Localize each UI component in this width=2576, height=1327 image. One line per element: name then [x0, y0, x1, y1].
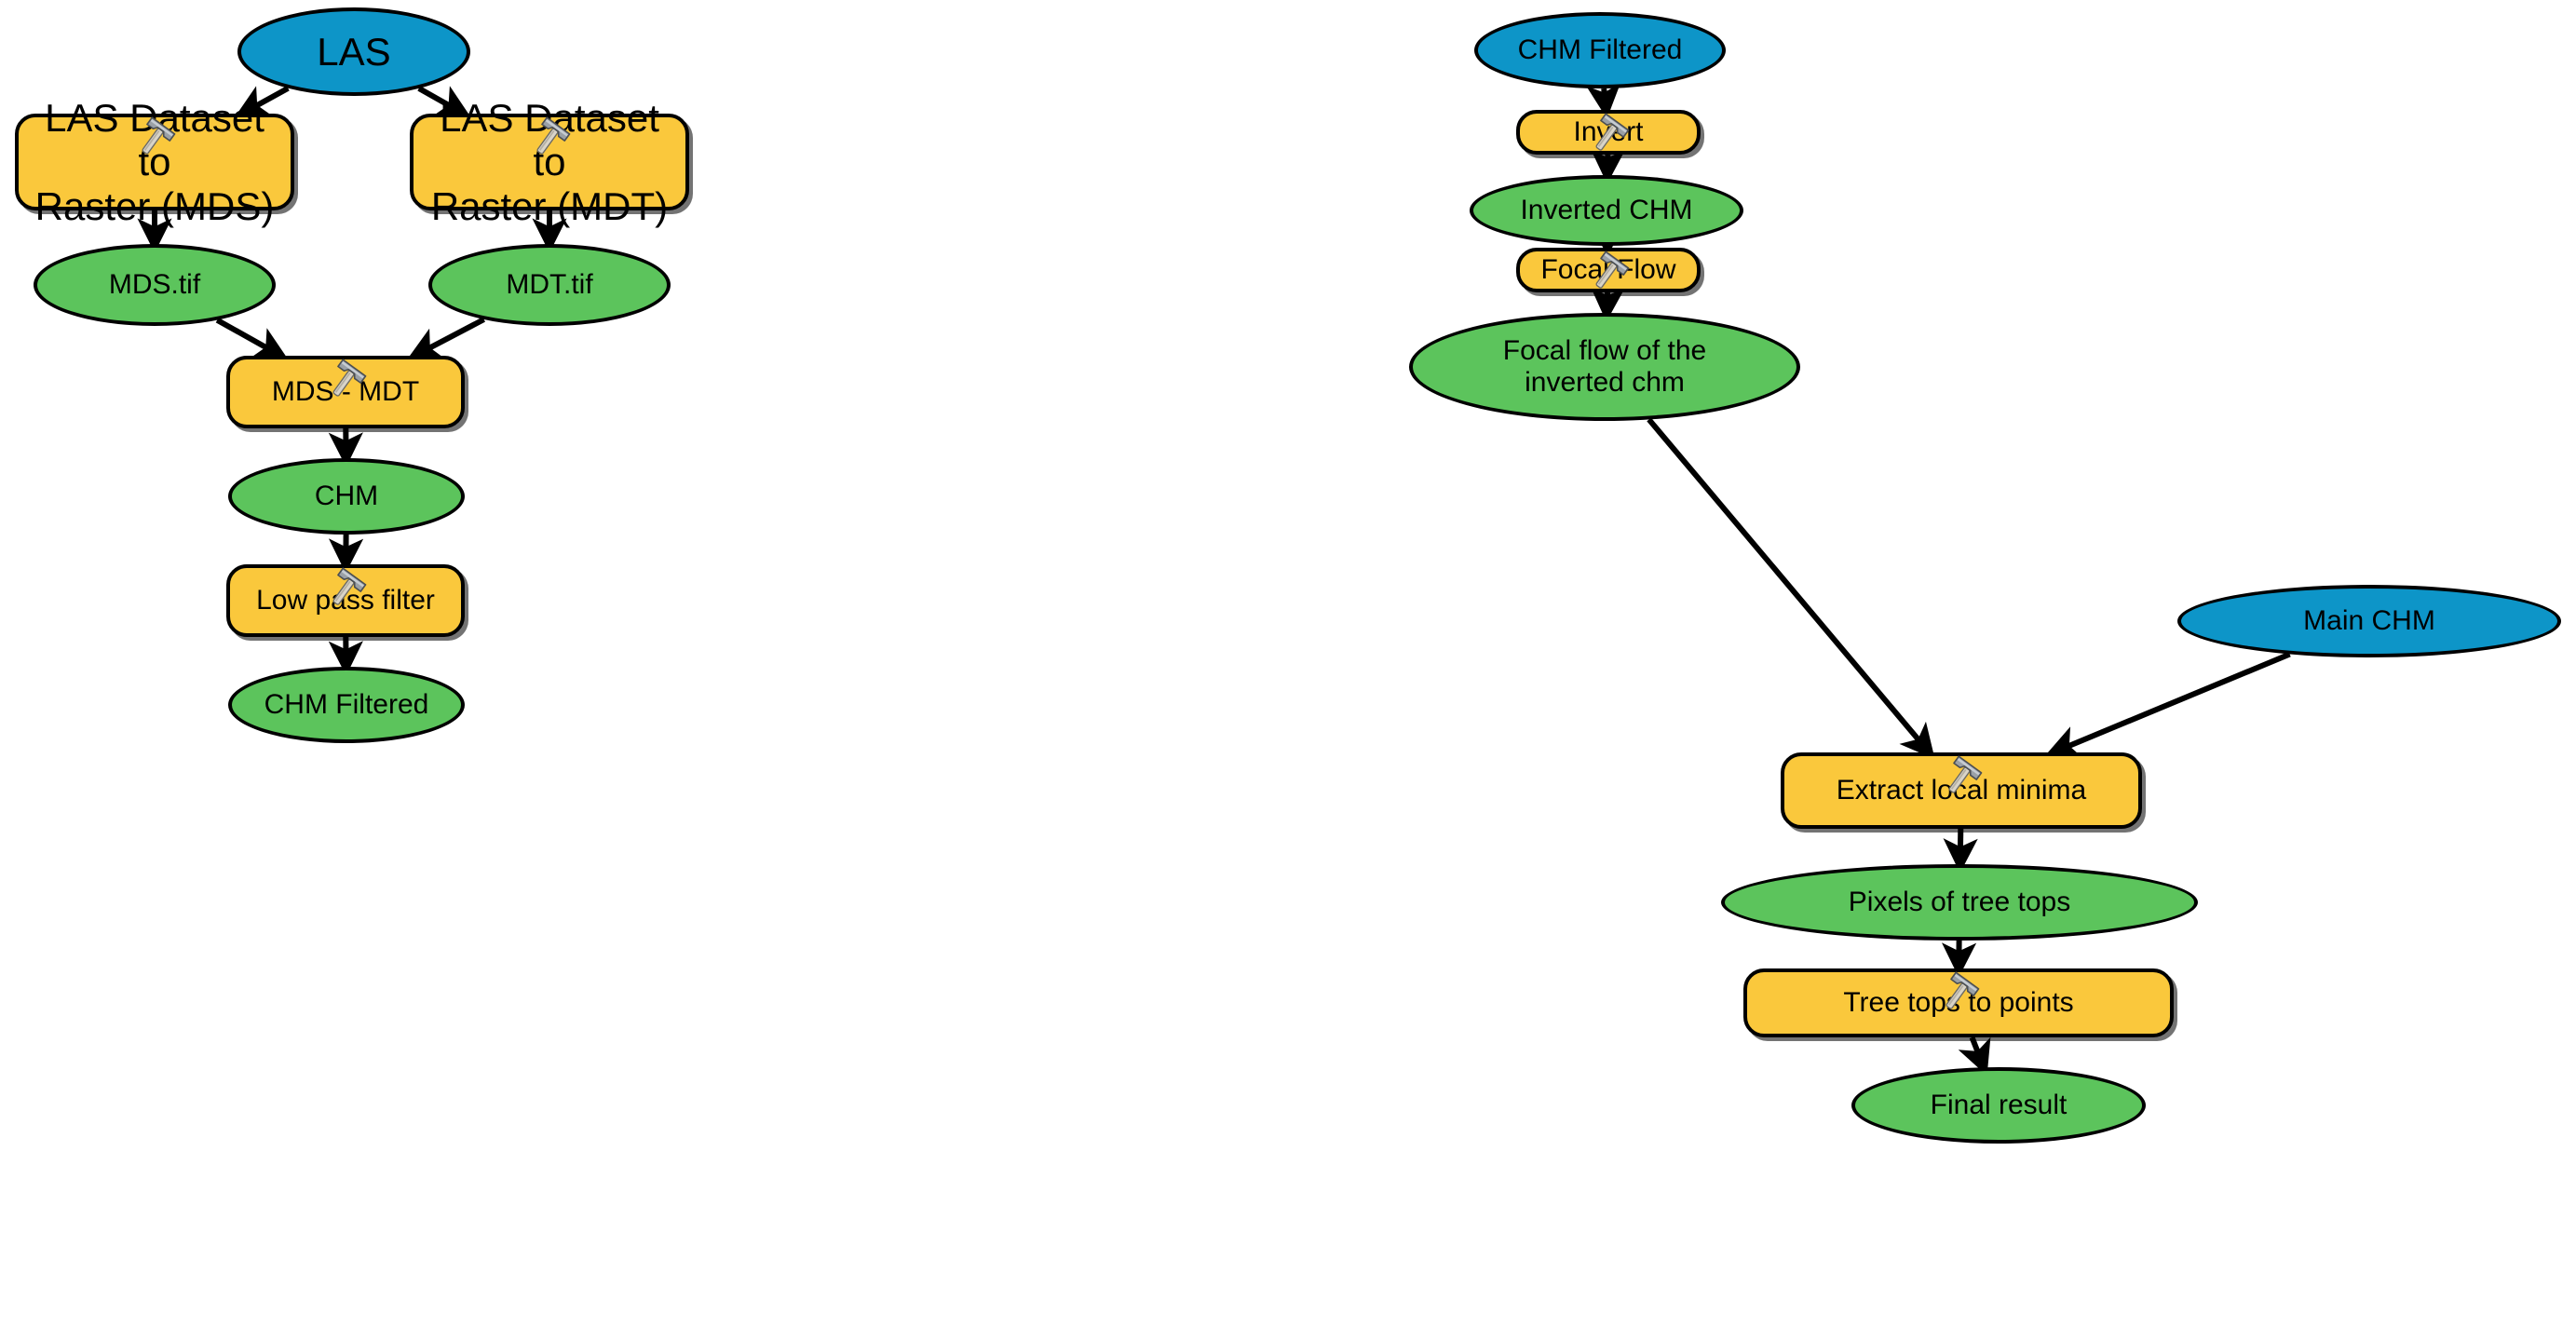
- node-label-mds-tool: LAS Dataset to Raster (MDS): [34, 96, 275, 228]
- node-label-inverted-chm: Inverted CHM: [1520, 195, 1693, 226]
- connector-focal-flow-out-to-extract-minima: [1647, 417, 1935, 760]
- node-label-focal-flow: Focal Flow: [1540, 254, 1676, 286]
- node-label-mds-mdt: MDS - MDT: [271, 376, 420, 408]
- node-mds-tool[interactable]: LAS Dataset to Raster (MDS): [15, 96, 294, 228]
- node-final-result[interactable]: Final result: [1851, 1067, 2146, 1144]
- node-focal-flow[interactable]: Focal Flow: [1516, 248, 1701, 292]
- node-inverted-chm[interactable]: Inverted CHM: [1470, 175, 1743, 246]
- node-lowpass[interactable]: Low pass filter: [226, 564, 465, 637]
- connector-mds-tif-to-mds-mdt: [215, 318, 289, 360]
- node-label-mdt-tif: MDT.tif: [506, 269, 593, 301]
- node-chm-filtered[interactable]: CHM Filtered: [228, 667, 465, 743]
- node-invert[interactable]: Invert: [1516, 110, 1701, 155]
- node-label-mdt-tool: LAS Dataset to Raster (MDT): [430, 96, 669, 228]
- node-label-chm-filtered-in: CHM Filtered: [1517, 34, 1683, 66]
- node-mds-mdt[interactable]: MDS - MDT: [226, 356, 465, 428]
- node-mds-tif[interactable]: MDS.tif: [34, 244, 276, 326]
- node-label-chm: CHM: [314, 481, 379, 512]
- node-label-invert: Invert: [1573, 116, 1644, 148]
- node-label-main-chm: Main CHM: [2303, 605, 2435, 637]
- node-label-chm-filtered: CHM Filtered: [264, 689, 429, 721]
- node-mdt-tif[interactable]: MDT.tif: [428, 244, 671, 326]
- node-label-focal-flow-out: Focal flow of the inverted chm: [1502, 335, 1707, 398]
- node-label-lowpass: Low pass filter: [256, 585, 435, 616]
- node-label-tree-top-pixels: Pixels of tree tops: [1848, 887, 2071, 918]
- node-label-mds-tif: MDS.tif: [108, 269, 201, 301]
- node-mdt-tool[interactable]: LAS Dataset to Raster (MDT): [410, 96, 689, 228]
- node-label-final-result: Final result: [1930, 1090, 2068, 1121]
- node-label-extract-minima: Extract local minima: [1836, 775, 2087, 806]
- node-focal-flow-out[interactable]: Focal flow of the inverted chm: [1409, 313, 1800, 421]
- connector-main-chm-to-extract-minima: [2044, 651, 2291, 759]
- node-tree-top-pixels[interactable]: Pixels of tree tops: [1721, 864, 2198, 941]
- node-las[interactable]: LAS: [237, 7, 470, 96]
- node-chm-filtered-in[interactable]: CHM Filtered: [1474, 12, 1726, 88]
- node-extract-minima[interactable]: Extract local minima: [1781, 752, 2142, 829]
- node-label-tops-to-points: Tree tops to points: [1843, 987, 2074, 1019]
- connector-mdt-tif-to-mds-mdt: [406, 317, 485, 360]
- node-chm[interactable]: CHM: [228, 458, 465, 535]
- node-tops-to-points[interactable]: Tree tops to points: [1743, 968, 2174, 1037]
- connector-chm-filtered-in-to-invert: [1586, 82, 1621, 119]
- connector-tops-to-points-to-final-result: [1958, 1036, 1991, 1076]
- connector-extract-minima-to-tree-top-pixels: [1943, 828, 1978, 873]
- node-main-chm[interactable]: Main CHM: [2177, 585, 2561, 657]
- connector-invert-to-inverted-chm: [1590, 148, 1626, 184]
- node-label-las: LAS: [317, 29, 391, 74]
